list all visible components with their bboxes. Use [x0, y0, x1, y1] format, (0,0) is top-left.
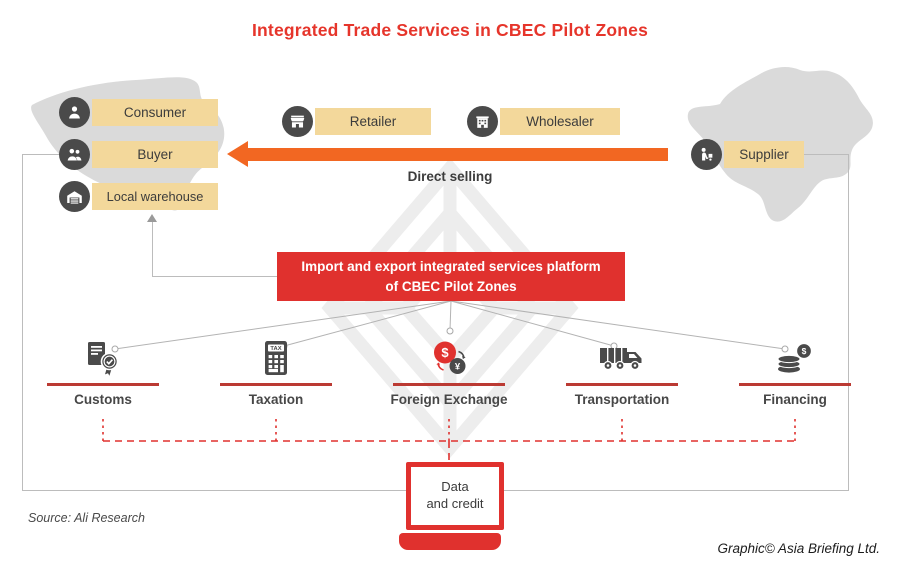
service-underline	[393, 383, 505, 386]
service-transportation: Transportation	[552, 334, 692, 407]
actor-label-supplier: Supplier	[724, 141, 804, 168]
platform-warehouse-line-h	[152, 276, 277, 277]
actor-label-buyer: Buyer	[92, 141, 218, 168]
actor-label-local-warehouse: Local warehouse	[92, 183, 218, 210]
buyer-icon	[59, 139, 90, 170]
direct-selling-arrowhead-icon	[227, 141, 248, 167]
page-title: Integrated Trade Services in CBEC Pilot …	[251, 20, 649, 40]
service-label-foreign-exchange: Foreign Exchange	[390, 391, 508, 407]
service-underline	[739, 383, 851, 386]
actor-label-consumer: Consumer	[92, 99, 218, 126]
service-customs: Customs	[33, 334, 173, 407]
service-underline	[220, 383, 332, 386]
warehouse-icon	[59, 181, 90, 212]
taxation-icon: TAX	[206, 334, 346, 379]
data-and-credit-box: Data and credit	[406, 462, 504, 530]
up-arrowhead-icon	[147, 214, 157, 222]
actor-label-retailer: Retailer	[315, 108, 431, 135]
taxation-icon-text: TAX	[270, 346, 281, 352]
service-financing: $ Financing	[725, 334, 865, 407]
service-label-customs: Customs	[74, 391, 132, 407]
asia-briefing-watermark	[321, 158, 579, 458]
data-credit-line2: and credit	[426, 496, 484, 511]
consumer-icon	[59, 97, 90, 128]
direct-selling-arrow	[247, 148, 668, 161]
source-note: Source: Ali Research	[28, 511, 145, 525]
yuan-symbol: ¥	[455, 361, 461, 372]
connector-line-left-stub	[22, 154, 59, 155]
dollar-symbol: $	[441, 345, 449, 360]
service-label-taxation: Taxation	[248, 391, 304, 407]
connector-line-left	[22, 154, 23, 490]
service-label-financing: Financing	[763, 391, 827, 407]
graphic-credit: Graphic© Asia Briefing Ltd.	[717, 541, 880, 556]
transportation-icon	[552, 334, 692, 379]
data-credit-line1: Data	[441, 479, 469, 495]
service-taxation: TAX Taxation	[206, 334, 346, 407]
service-label-transportation: Transportation	[574, 391, 670, 407]
connector-line-right	[848, 154, 849, 490]
service-foreign-exchange: $¥ Foreign Exchange	[379, 334, 519, 407]
supplier-icon	[691, 139, 722, 170]
platform-line1: Import and export integrated services pl…	[301, 258, 601, 274]
platform-box: Import and export integrated services pl…	[277, 252, 625, 301]
connector-line-right-stub	[804, 154, 848, 155]
financing-icon: $	[725, 334, 865, 379]
foreign-exchange-icon: $¥	[379, 334, 519, 379]
customs-icon	[33, 334, 173, 379]
platform-line2: of CBEC Pilot Zones	[385, 278, 517, 294]
coin-dollar-symbol: $	[802, 346, 807, 356]
service-underline	[566, 383, 678, 386]
wholesaler-icon	[467, 106, 498, 137]
laptop-icon	[399, 533, 501, 550]
service-underline	[47, 383, 159, 386]
retailer-icon	[282, 106, 313, 137]
actor-label-wholesaler: Wholesaler	[500, 108, 620, 135]
direct-selling-label: Direct selling	[407, 169, 493, 184]
platform-warehouse-line-v	[152, 222, 153, 277]
